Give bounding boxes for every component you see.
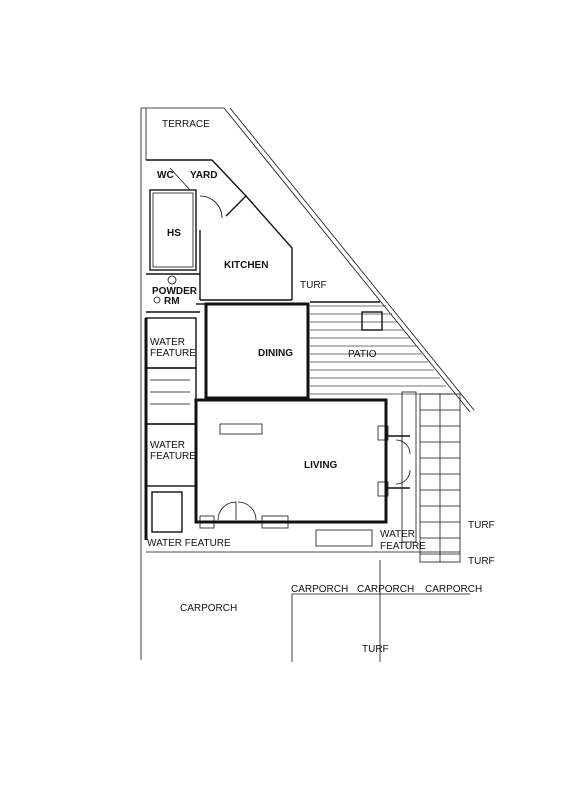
label-powder: POWDER	[152, 286, 198, 297]
label-water-feature-3a: WATER	[380, 529, 415, 540]
label-patio: PATIO	[348, 349, 377, 360]
label-dining: DINING	[258, 348, 293, 359]
site-boundary	[140, 107, 475, 662]
label-kitchen: KITCHEN	[224, 260, 268, 271]
label-water-feature-2a: WATER	[150, 440, 185, 451]
label-water-feature-2b: FEATURE	[150, 451, 196, 462]
label-turf-bottom: TURF	[362, 644, 389, 655]
label-water-feature-1b: FEATURE	[150, 348, 196, 359]
label-carporch-b: CARPORCH	[357, 584, 414, 595]
label-carporch-main: CARPORCH	[180, 603, 237, 614]
label-wc: WC	[157, 170, 174, 181]
label-turf-right-2: TURF	[468, 556, 495, 567]
label-powder-rm: RM	[164, 296, 180, 307]
label-terrace: TERRACE	[162, 119, 210, 130]
label-hs: HS	[167, 228, 181, 239]
living-room	[194, 398, 411, 529]
label-yard: YARD	[190, 170, 217, 181]
dining-room	[196, 302, 310, 400]
service-block	[146, 159, 293, 313]
label-living: LIVING	[304, 460, 338, 471]
label-carporch-c: CARPORCH	[425, 584, 482, 595]
label-carporch-a: CARPORCH	[291, 584, 348, 595]
label-turf-top: TURF	[300, 280, 327, 291]
label-water-feature-1a: WATER	[150, 337, 185, 348]
label-turf-right-1: TURF	[468, 520, 495, 531]
label-water-feature-3b: FEATURE	[380, 541, 426, 552]
label-water-feature-bottom: WATER FEATURE	[147, 538, 231, 549]
patio-hatch	[310, 301, 452, 395]
paving-grid	[315, 391, 461, 563]
